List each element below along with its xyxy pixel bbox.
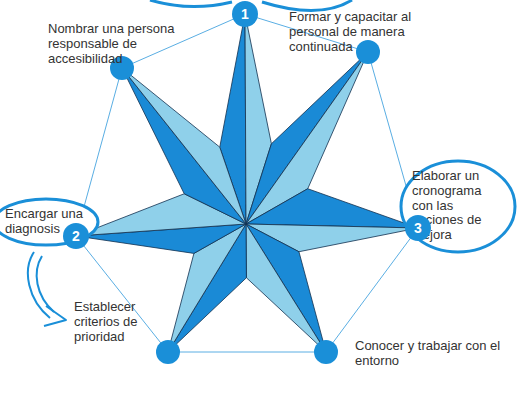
star-facet [246, 224, 326, 352]
star-facet [122, 68, 246, 224]
step-text: Conocer y trabajar con el entorno [355, 339, 505, 369]
pointer-arrow [37, 256, 54, 312]
step-text: Nombrar una persona responsable de acces… [48, 22, 180, 67]
step-text: Establecer criterios de prioridad [74, 300, 166, 345]
step-number-circle: 1 [232, 1, 258, 27]
callout-number: 3 [414, 220, 422, 236]
star-facet [246, 189, 418, 228]
callout-number: 2 [72, 228, 80, 244]
cut-ellipse [150, 0, 232, 7]
star-facet [246, 224, 326, 352]
callout-number: 1 [241, 6, 249, 22]
step-text: Formar y capacitar al personal de manera… [289, 10, 439, 55]
step-dot [314, 340, 338, 364]
step-dot [356, 40, 380, 64]
step-number-circle: 2 [63, 223, 89, 249]
step-dot [156, 340, 180, 364]
arrow-head [44, 306, 66, 326]
step-number-circle: 3 [405, 215, 431, 241]
star-facet [122, 68, 246, 224]
cut-ellipse [262, 0, 352, 11]
